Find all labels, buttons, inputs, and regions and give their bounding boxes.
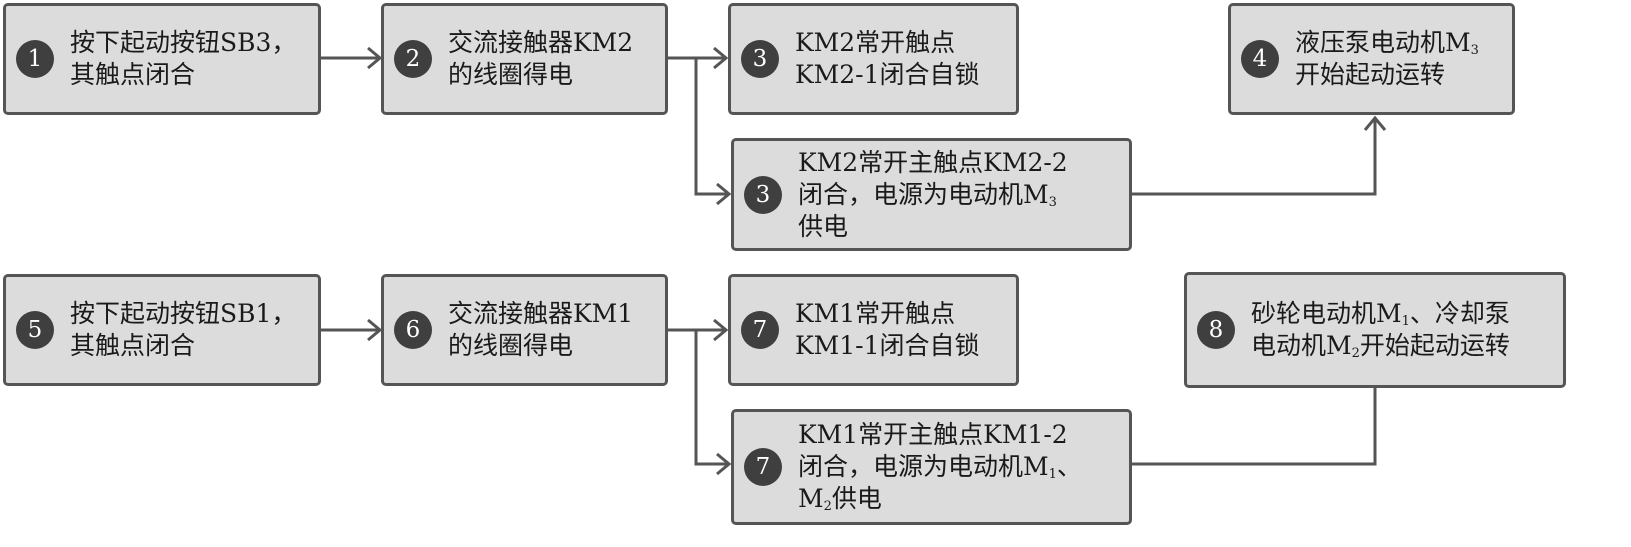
step-text: 按下起动按钮SB1， 其触点闭合 (70, 299, 297, 360)
step-number-badge: 7 (744, 448, 782, 486)
step-3a-box: 3 KM2常开触点 KM2-1闭合自锁 (728, 3, 1019, 115)
step-1-box: 1 按下起动按钮SB3， 其触点闭合 (3, 3, 321, 115)
step-number-badge: 2 (394, 40, 432, 78)
arrow-6-to-7b (694, 330, 729, 466)
arrowhead-6-to-7b (716, 452, 732, 476)
step-text: KM2常开触点 KM2-1闭合自锁 (795, 28, 980, 89)
step-text: 交流接触器KM2 的线圈得电 (448, 28, 634, 89)
arrowhead-1-to-2 (367, 46, 383, 70)
arrow-7b-to-8 (1132, 362, 1377, 466)
step-text: KM1常开主触点KM1-2 闭合，电源为电动机M1、 M2供电 (798, 420, 1082, 514)
arrowhead-2-to-3a (713, 46, 729, 70)
step-number-badge: 4 (1241, 40, 1279, 78)
step-text: 砂轮电动机M1、冷却泵 电动机M2开始起动运转 (1251, 299, 1510, 361)
step-6-box: 6 交流接触器KM1 的线圈得电 (381, 274, 668, 386)
arrow-2-to-3b (694, 58, 729, 196)
arrowhead-2-to-3b (716, 182, 732, 206)
arrow-3b-to-4 (1132, 118, 1377, 196)
step-7b-box: 7 KM1常开主触点KM1-2 闭合，电源为电动机M1、 M2供电 (731, 409, 1132, 525)
arrowhead-5-to-6 (367, 318, 383, 342)
step-number-badge: 8 (1197, 311, 1235, 349)
step-7a-box: 7 KM1常开触点 KM1-1闭合自锁 (728, 274, 1019, 386)
step-text: KM1常开触点 KM1-1闭合自锁 (795, 299, 980, 360)
step-text: KM2常开主触点KM2-2 闭合，电源为电动机M3 供电 (798, 147, 1068, 241)
step-number-badge: 3 (741, 40, 779, 78)
arrowhead-3b-to-4 (1363, 115, 1387, 131)
step-2-box: 2 交流接触器KM2 的线圈得电 (381, 3, 668, 115)
step-text: 交流接触器KM1 的线圈得电 (448, 299, 634, 360)
step-text: 按下起动按钮SB3， 其触点闭合 (70, 28, 297, 89)
step-5-box: 5 按下起动按钮SB1， 其触点闭合 (3, 274, 321, 386)
step-number-badge: 5 (16, 311, 54, 349)
step-number-badge: 3 (744, 175, 782, 214)
step-8-box: 8 砂轮电动机M1、冷却泵 电动机M2开始起动运转 (1184, 272, 1566, 388)
step-number-badge: 6 (394, 311, 432, 349)
step-number-badge: 1 (16, 40, 54, 78)
step-text: 液压泵电动机M3 开始起动运转 (1295, 28, 1479, 89)
step-number-badge: 7 (741, 311, 779, 349)
step-4-box: 4 液压泵电动机M3 开始起动运转 (1228, 3, 1515, 115)
arrowhead-6-to-7a (713, 318, 729, 342)
step-3b-box: 3 KM2常开主触点KM2-2 闭合，电源为电动机M3 供电 (731, 138, 1132, 251)
